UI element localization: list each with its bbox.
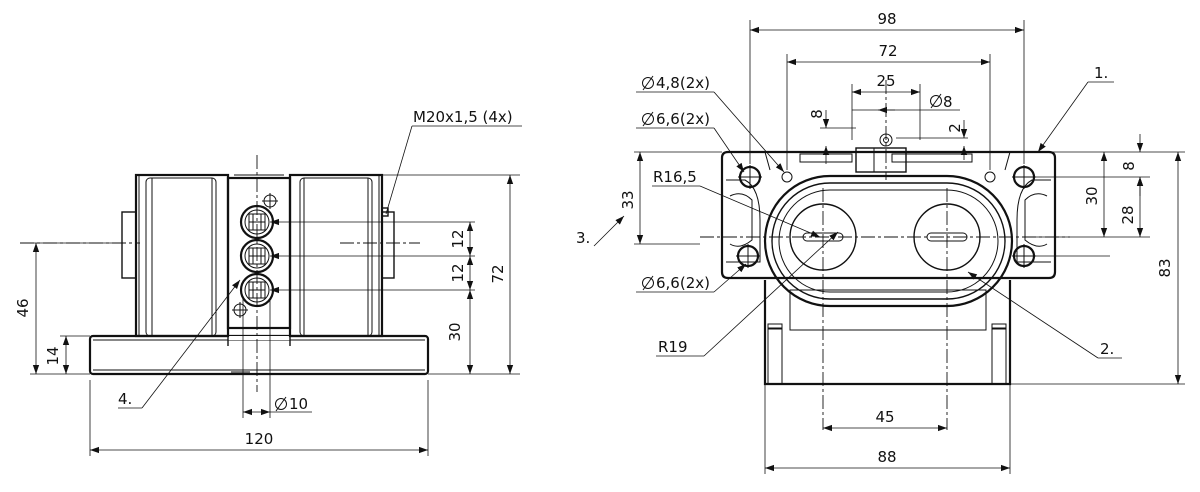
dim-12b: 12: [449, 263, 467, 282]
dim-83: 83: [1156, 258, 1174, 277]
dim-12a: 12: [449, 229, 467, 248]
ref-1: 1.: [1094, 64, 1108, 82]
dim-8-top: 8: [808, 109, 826, 119]
ref-4: 4.: [118, 390, 132, 408]
radius-19: R19: [658, 338, 688, 356]
dim-98: 98: [877, 10, 896, 28]
base-plate: [88, 334, 430, 376]
hole-48: 4,8(2x): [656, 74, 710, 92]
dim-46: 46: [14, 298, 32, 317]
oval-openings: [763, 174, 1014, 308]
dim-diam8: 8: [943, 93, 953, 111]
dim-30-right: 30: [1083, 186, 1101, 205]
dim-2: 2: [946, 123, 964, 133]
diameter-symbol-66-bottom: [642, 275, 654, 291]
left-view: 72 12 12 30 46 14 10 120: [14, 108, 522, 456]
housing-left: [121, 173, 230, 338]
dim-28: 28: [1119, 205, 1137, 224]
right-view: 98 72 25 8 8 2: [576, 10, 1185, 474]
dim-30-left: 30: [446, 322, 464, 341]
hole-66-top: 6,6(2x): [656, 110, 710, 128]
thread-label: M20x1,5 (4x): [413, 108, 513, 126]
dim-33: 33: [619, 190, 637, 209]
diameter-symbol-66-top: [642, 111, 654, 127]
diameter-symbol-48: [642, 75, 654, 91]
ref-2: 2.: [1100, 340, 1114, 358]
radius-165: R16,5: [653, 168, 697, 186]
dim-120: 120: [245, 430, 274, 448]
dim-88: 88: [877, 448, 896, 466]
hole-66-bottom: 6,6(2x): [656, 274, 710, 292]
ref-3: 3.: [576, 229, 590, 247]
lower-housing: [763, 280, 1012, 386]
mounting-holes: [736, 165, 1036, 268]
dim-72-left: 72: [489, 264, 507, 283]
flange-plate: [720, 150, 1057, 280]
middle-section: [226, 174, 292, 330]
diameter-symbol-8: [930, 93, 942, 109]
dim-diam10: 10: [289, 395, 308, 413]
dim-8-right: 8: [1120, 161, 1138, 171]
dim-72-right: 72: [878, 42, 897, 60]
dim-45: 45: [875, 408, 894, 426]
dim-14: 14: [44, 346, 62, 365]
dim-25: 25: [876, 72, 895, 90]
diameter-symbol: [275, 396, 287, 412]
housing-right: [288, 173, 395, 338]
